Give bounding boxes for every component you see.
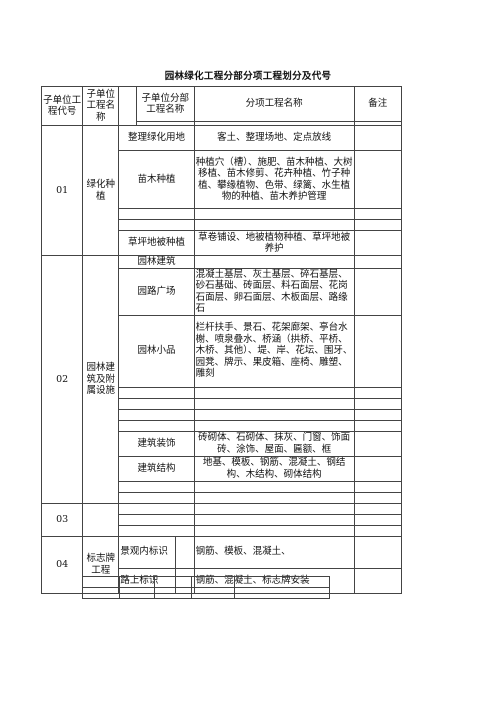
note-cell	[353, 567, 403, 594]
subpart-name: 园路广场	[118, 267, 195, 316]
item-list: 混凝土基层、灰土基层、碎石基层、砂石基础、砖面层、料石面层、花岗石面层、卵石面层…	[193, 267, 355, 316]
header-blank	[118, 86, 137, 126]
header-subpart: 子单位分部工程名称	[135, 86, 195, 122]
table-row: 03	[40, 502, 403, 537]
table-row: 建筑结构 地基、模板、钢筋、混凝土、钢结构、木结构、砌体结构	[42, 455, 403, 482]
header-code: 子单位工程代号	[40, 86, 84, 126]
table-row	[42, 397, 403, 410]
table-row: 建筑装饰 砖砌体、石砌体、抹灰、门窗、饰面砖、涂饰、屋面、匾额、框	[42, 430, 403, 457]
item-list: 客土、整理场地、定点放线	[193, 125, 355, 151]
item-list: 砖砌体、石砌体、抹灰、门窗、饰面砖、涂饰、屋面、匾额、框	[193, 430, 355, 457]
subpart-name: 景观内标识	[118, 535, 177, 569]
item-list: 栏杆扶手、景石、花架廊架、亭台水榭、喷泉叠水、桥涵（拱桥、平桥、木桥、其他）、堤…	[193, 314, 355, 388]
item-list: 种植穴（槽）、施肥、苗木种植、大树移植、苗木修剪、花卉种植、竹子种植、攀缘植物、…	[193, 150, 355, 209]
table-row	[42, 480, 403, 493]
note-cell	[353, 125, 403, 151]
table-row: 01 绿化种植 整理绿化用地 客土、整理场地、定点放线	[40, 125, 403, 256]
section-code: 01	[40, 125, 84, 256]
note-cell	[353, 255, 403, 269]
item-list: 钢筋、模板、混凝土、	[193, 535, 355, 569]
section-code: 04	[40, 535, 84, 594]
blank-table	[82, 576, 330, 599]
section-name: 园林建筑及附属设施	[82, 255, 120, 504]
table-row	[42, 513, 403, 526]
section-code: 03	[40, 502, 84, 537]
note-cell	[353, 455, 403, 482]
note-cell	[353, 267, 403, 316]
table-row: 苗木种植 种植穴（槽）、施肥、苗木种植、大树移植、苗木修剪、花卉种植、竹子种植、…	[42, 150, 403, 209]
header-items: 分项工程名称	[193, 86, 355, 122]
table-row	[82, 587, 330, 599]
document-title: 园林绿化工程分部分项工程划分及代号	[164, 71, 332, 82]
subpart-name: 建筑装饰	[118, 430, 195, 457]
table-row	[42, 386, 403, 399]
subpart-name: 苗木种植	[118, 150, 195, 209]
subpart-name: 整理绿化用地	[118, 125, 195, 151]
table-row	[42, 208, 403, 220]
section-name	[82, 502, 120, 537]
subpart-name: 建筑结构	[118, 455, 195, 482]
header-row: 子单位工程代号 子单位工程名称 子单位分部工程名称 分项工程名称 备注	[40, 86, 403, 126]
note-cell	[353, 230, 403, 256]
table-row: 园林小品 栏杆扶手、景石、花架廊架、亭台水榭、喷泉叠水、桥涵（拱桥、平桥、木桥、…	[42, 314, 403, 388]
table-row: 02 园林建筑及附属设施 园林建筑	[40, 255, 403, 504]
item-list: 草卷铺设、地被植物种植、草坪地被养护	[193, 230, 355, 256]
table-row: 04 标志牌工程 景观内标识 钢筋、模板、混凝土、	[40, 535, 403, 594]
header-name: 子单位工程名称	[82, 86, 120, 126]
item-list	[193, 255, 355, 269]
division-table: 子单位工程代号 子单位工程名称 子单位分部工程名称 分项工程名称 备注 01 绿…	[40, 86, 403, 594]
item-list: 地基、模板、钢筋、混凝土、钢结构、木结构、砌体结构	[193, 455, 355, 482]
section-name: 绿化种植	[82, 125, 120, 256]
note-cell	[353, 150, 403, 209]
note-cell	[353, 430, 403, 457]
subpart-name: 园林小品	[118, 314, 195, 388]
table-row: 园路广场 混凝土基层、灰土基层、碎石基层、砂石基础、砖面层、料石面层、花岗石面层…	[42, 267, 403, 316]
header-note: 备注	[353, 86, 403, 122]
subpart-name: 园林建筑	[118, 255, 195, 269]
section-code: 02	[40, 255, 84, 504]
table-row: 草坪地被种植 草卷铺设、地被植物种植、草坪地被养护	[42, 230, 403, 256]
note-cell	[353, 535, 403, 569]
subpart-name: 草坪地被种植	[118, 230, 195, 256]
note-cell	[353, 314, 403, 388]
table-row	[82, 576, 330, 588]
